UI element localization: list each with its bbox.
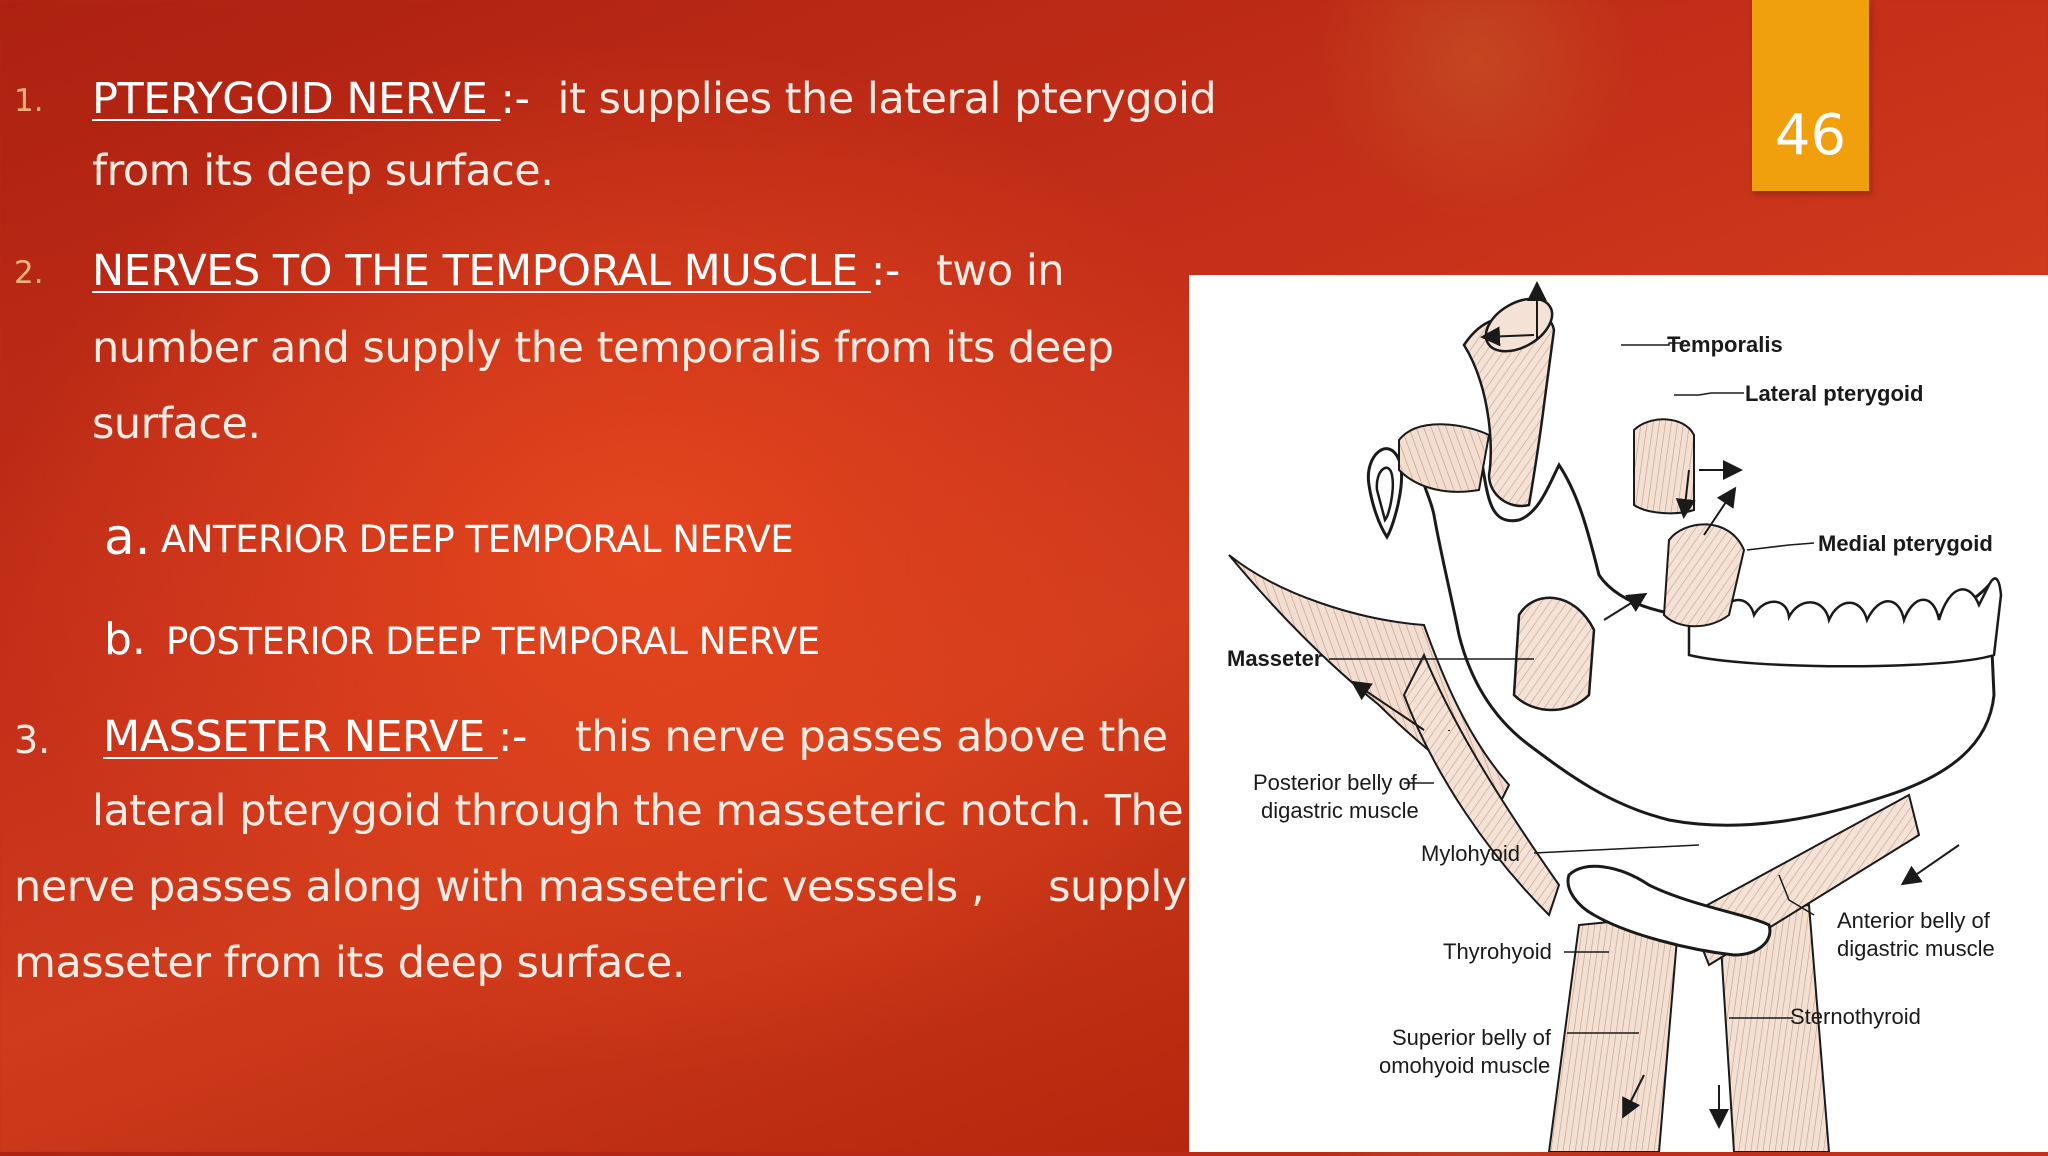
label-sternothyroid: Sternothyroid	[1790, 1004, 1921, 1029]
item-1-separator: :-	[500, 74, 531, 124]
item-1-line-1: PTERYGOID NERVE :- it supplies the latera…	[92, 74, 1217, 124]
item-1-text-1: it supplies the lateral pterygoid	[557, 74, 1217, 124]
item-2-line-1: NERVES TO THE TEMPORAL MUSCLE :- two in	[92, 246, 1065, 296]
item-1-line-2: from its deep surface.	[92, 146, 554, 196]
item-3-line-4: masseter from its deep surface.	[14, 938, 686, 988]
subitem-a-text: ANTERIOR DEEP TEMPORAL NERVE	[161, 518, 794, 561]
item-3-heading: MASSETER NERVE	[103, 712, 498, 762]
hyoid-bone	[1566, 864, 1772, 957]
item-3-number: 3.	[14, 718, 51, 762]
item-1-heading: PTERYGOID NERVE	[92, 74, 501, 124]
item-2-separator: :-	[870, 246, 901, 296]
page-number-badge: 46	[1752, 0, 1869, 191]
lateral-pterygoid-right	[1633, 418, 1695, 515]
label-anterior-belly-1: Anterior belly of	[1837, 908, 1991, 933]
item-3-line-2: lateral pterygoid through the masseteric…	[92, 786, 1184, 836]
temporalis-muscle	[1462, 306, 1556, 508]
label-mylohyoid: Mylohyoid	[1421, 841, 1520, 866]
item-3-line-1: MASSETER NERVE :- this nerve passes above…	[103, 712, 1168, 762]
subitem-a-letter: a.	[104, 508, 151, 566]
medial-pterygoid-muscle	[1662, 523, 1746, 628]
item-2-number: 2.	[14, 255, 44, 291]
label-anterior-belly-2: digastric muscle	[1837, 936, 1995, 961]
masseter-cut	[1512, 596, 1596, 712]
item-2-text-1: two in	[935, 246, 1065, 296]
lateral-pterygoid-muscle	[1398, 423, 1491, 493]
item-3-line-3: nerve passes along with masseteric vesss…	[14, 862, 1270, 912]
subitem-b-letter: b.	[104, 614, 146, 665]
posterior-digastric-muscle	[1402, 652, 1561, 917]
label-superior-belly-1: Superior belly of	[1392, 1025, 1552, 1050]
subitem-b-text: POSTERIOR DEEP TEMPORAL NERVE	[166, 620, 820, 663]
label-temporalis: Temporalis	[1667, 332, 1783, 357]
label-posterior-belly-1: Posterior belly of	[1253, 770, 1418, 795]
condyle	[1366, 447, 1403, 540]
item-2-line-3: surface.	[92, 399, 261, 449]
label-masseter: Masseter	[1227, 646, 1323, 671]
item-3-text-1: this nerve passes above the	[574, 712, 1168, 762]
label-superior-belly-2: omohyoid muscle	[1379, 1053, 1550, 1078]
teeth	[1687, 577, 2003, 668]
item-3-separator: :-	[497, 712, 528, 762]
label-lateral-pterygoid: Lateral pterygoid	[1745, 381, 1923, 406]
muscles-of-mastication-illustration: Temporalis Lateral pterygoid Medial pter…	[1227, 281, 2003, 1153]
label-thyrohyoid: Thyrohyoid	[1443, 939, 1552, 964]
item-2-heading: NERVES TO THE TEMPORAL MUSCLE	[92, 246, 871, 296]
item-1-number: 1.	[14, 83, 44, 119]
label-medial-pterygoid: Medial pterygoid	[1818, 531, 1993, 556]
item-2-line-2: number and supply the temporalis from it…	[92, 323, 1114, 373]
item-3-text-3: nerve passes along with masseteric vesss…	[14, 862, 985, 912]
anatomy-figure: Temporalis Lateral pterygoid Medial pter…	[1189, 275, 2048, 1153]
label-posterior-belly-2: digastric muscle	[1261, 798, 1419, 823]
